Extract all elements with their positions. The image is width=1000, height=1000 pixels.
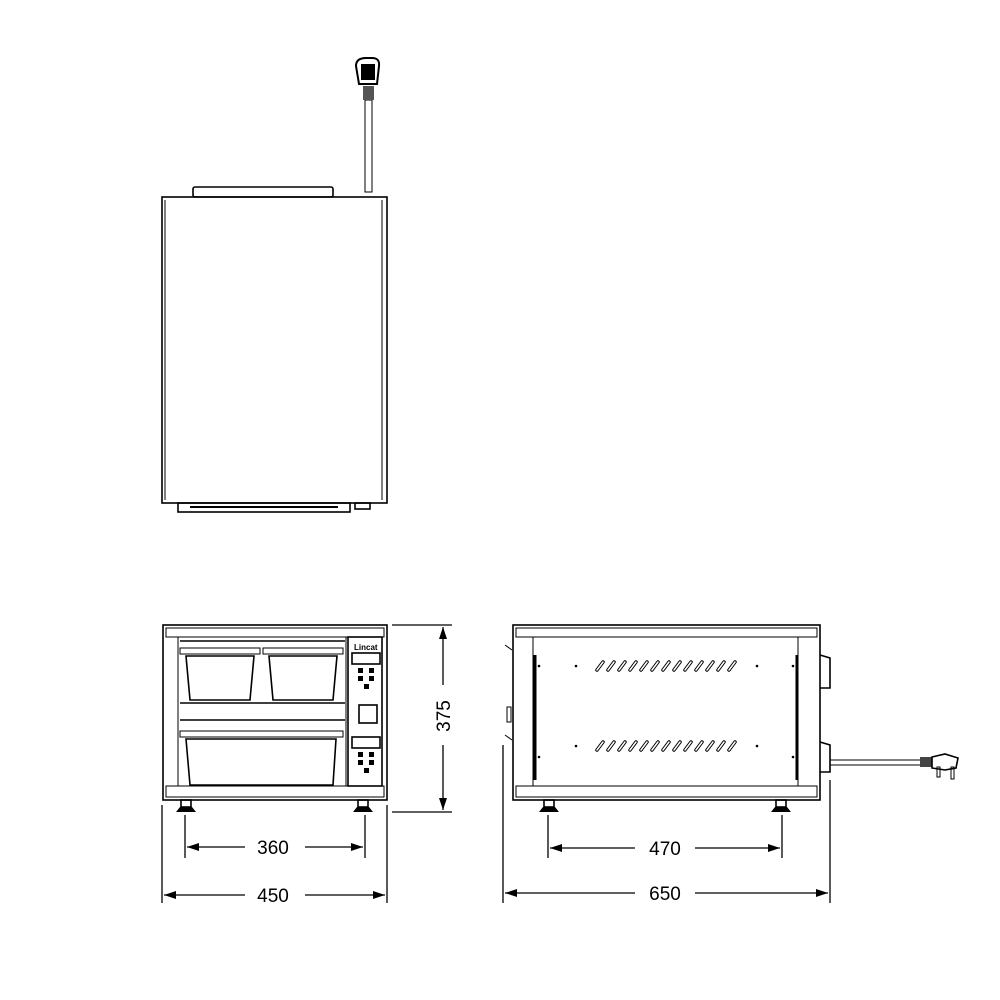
- control-panel: [347, 636, 383, 787]
- vent-slot: [728, 661, 736, 671]
- top-view: [161, 57, 388, 513]
- vent-slot: [640, 741, 648, 751]
- vent-slot: [651, 741, 659, 751]
- vent-slot: [640, 661, 648, 671]
- front-body: [162, 624, 388, 801]
- vent-slot: [717, 741, 725, 751]
- vent-slot: [717, 661, 725, 671]
- gastronorm-pan-large: [185, 738, 337, 786]
- vent-slot: [596, 661, 604, 671]
- display-bottom: [351, 736, 381, 749]
- display-top: [351, 652, 381, 665]
- adjustable-foot: [771, 799, 791, 812]
- lid-lip: [192, 186, 334, 198]
- vent-slot: [673, 661, 681, 671]
- vent-slot: [684, 741, 692, 751]
- power-switch: [358, 704, 378, 724]
- vent-slot: [673, 741, 681, 751]
- top-body: [161, 196, 388, 504]
- dim-side-depth: 650: [649, 884, 681, 905]
- side-body: [512, 624, 821, 801]
- vent-slot: [706, 661, 714, 671]
- front-rail: [177, 502, 351, 513]
- adjustable-foot: [176, 799, 196, 812]
- dim-height: 375: [434, 700, 455, 732]
- vent-slot: [695, 741, 703, 751]
- dimension-lines: [161, 624, 831, 903]
- vent-slot: [618, 661, 626, 671]
- gastronorm-pan: [185, 655, 255, 701]
- dim-front-foot-spacing: 360: [257, 838, 289, 859]
- vent-slot: [629, 741, 637, 751]
- adjustable-foot: [353, 799, 373, 812]
- vent-slot: [684, 661, 692, 671]
- brand-logo: Lincat: [354, 643, 378, 652]
- side-view: [504, 624, 959, 812]
- vent-slot: [629, 661, 637, 671]
- vent-slot: [706, 741, 714, 751]
- dim-side-foot-spacing: 470: [649, 839, 681, 860]
- plug-icon: [931, 753, 959, 771]
- vent-slot: [607, 741, 615, 751]
- vent-slot: [618, 741, 626, 751]
- power-cord: [829, 753, 959, 780]
- vent-slots: [595, 660, 737, 752]
- power-cord: [354, 57, 381, 193]
- vent-slot: [662, 661, 670, 671]
- vent-slot: [596, 741, 604, 751]
- vent-slot: [607, 661, 615, 671]
- adjustable-foot: [539, 799, 559, 812]
- dim-front-width: 450: [257, 886, 289, 907]
- gastronorm-pan: [268, 655, 338, 701]
- vent-slot: [651, 661, 659, 671]
- button: [358, 668, 363, 673]
- vent-slot: [695, 661, 703, 671]
- vent-slot: [728, 741, 736, 751]
- front-view: Lincat: [162, 624, 388, 812]
- vent-slot: [662, 741, 670, 751]
